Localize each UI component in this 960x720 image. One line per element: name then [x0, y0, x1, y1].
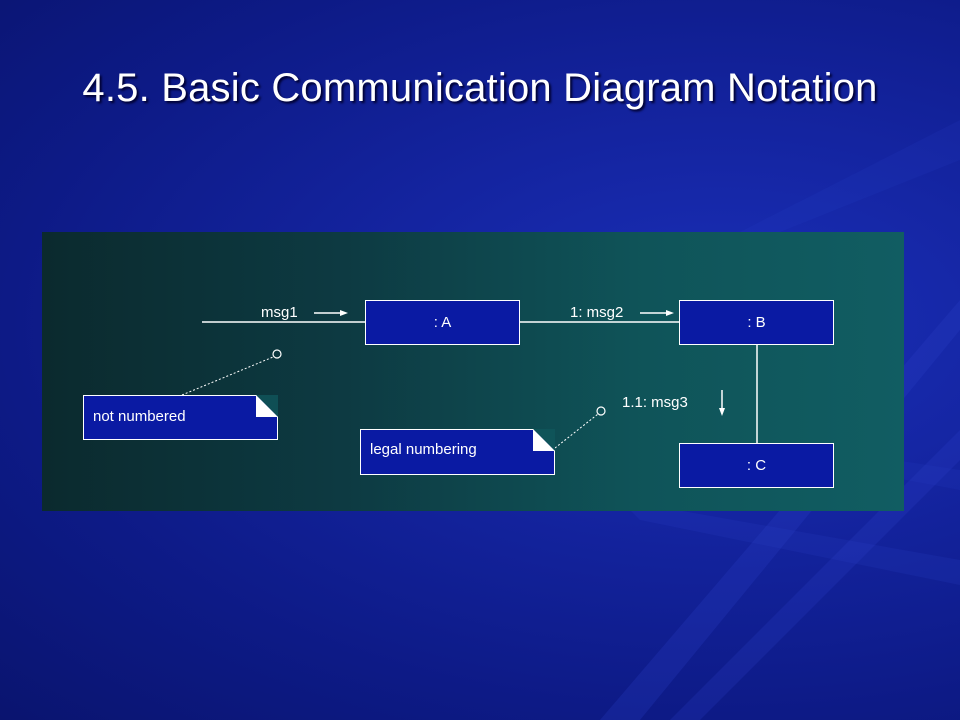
- msg1-arrow: [314, 310, 348, 316]
- diagram-panel: msg1 1: msg2 1.1: msg3 : A : B : C not n…: [42, 232, 904, 511]
- anchor-circle-icon: [272, 349, 282, 359]
- note-not-numbered[interactable]: not numbered: [83, 395, 278, 440]
- message-msg3: 1.1: msg3: [622, 394, 688, 411]
- slide-title: 4.5. Basic Communication Diagram Notatio…: [82, 66, 878, 110]
- msg2-arrow: [640, 310, 674, 316]
- message-msg1: msg1: [261, 304, 298, 321]
- note-legal-numbering[interactable]: legal numbering: [360, 429, 555, 475]
- anchor-circle-icon: [596, 406, 606, 416]
- note-not-numbered-label: not numbered: [93, 408, 186, 425]
- object-a-label: : A: [433, 314, 452, 331]
- object-a[interactable]: : A: [365, 300, 520, 345]
- msg3-arrow: [719, 390, 725, 416]
- note-legal-numbering-label: legal numbering: [370, 441, 477, 458]
- message-msg2: 1: msg2: [570, 304, 624, 321]
- note-fold-icon: [256, 395, 278, 417]
- object-b-label: : B: [747, 314, 766, 331]
- object-b[interactable]: : B: [679, 300, 834, 345]
- note-fold-icon: [533, 429, 555, 451]
- object-c-label: : C: [746, 457, 767, 474]
- connector-lines: [181, 310, 758, 449]
- object-c[interactable]: : C: [679, 443, 834, 488]
